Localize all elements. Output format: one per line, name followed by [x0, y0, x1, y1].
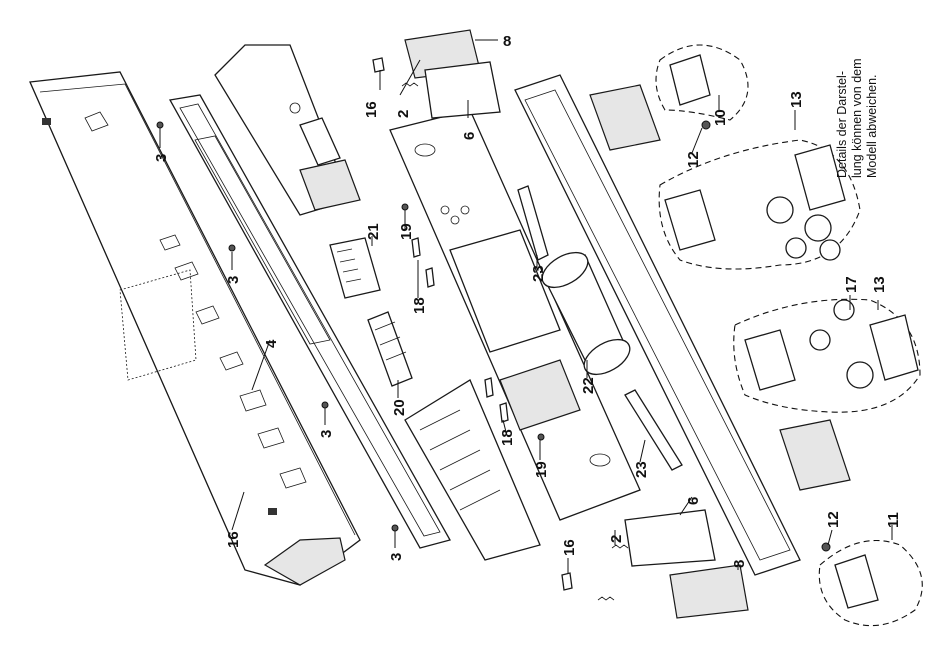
- callout-21: 21: [365, 223, 382, 240]
- callout-23-top: 23: [530, 265, 547, 282]
- light-unit-21: [330, 238, 380, 298]
- cab-front-bottom-8: [670, 565, 748, 618]
- callout-6-top: 6: [461, 132, 478, 140]
- callout-16-bottom: 16: [561, 539, 578, 556]
- disclaimer-note: Details der Darstel- lung können von dem…: [835, 18, 880, 178]
- note-line-2: lung können von dem: [850, 18, 865, 178]
- bogie-group-bottom-13: [734, 299, 920, 412]
- callout-8-top: 8: [503, 33, 511, 50]
- note-line-3: Modell abweichen.: [865, 18, 880, 178]
- callout-23-bottom: 23: [633, 461, 650, 478]
- callout-6-bottom: 6: [685, 497, 702, 505]
- screw-19-top: [402, 204, 408, 210]
- callout-3-b: 3: [225, 276, 242, 284]
- callout-12-top: 12: [685, 151, 702, 168]
- callout-13-bottom: 13: [871, 276, 888, 293]
- callout-20: 20: [391, 399, 408, 416]
- coupler-16-top: [373, 58, 384, 72]
- callout-2-bottom: 2: [608, 535, 625, 543]
- callout-4: 4: [263, 339, 280, 348]
- callout-16-left: 16: [225, 531, 242, 548]
- callout-18-mid: 18: [499, 429, 516, 446]
- circuit-board-20: [368, 312, 412, 386]
- callout-3-d: 3: [388, 553, 405, 561]
- callout-10: 10: [712, 109, 729, 126]
- bogie-group-bottom-11: [819, 541, 922, 626]
- callout-22: 22: [580, 377, 597, 394]
- note-line-1: Details der Darstel-: [835, 18, 850, 178]
- callout-19-top: 19: [398, 223, 415, 240]
- front-plate-top-6: [425, 62, 500, 118]
- bogie-group-top-10: [656, 45, 748, 120]
- callout-19-bottom: 19: [533, 461, 550, 478]
- callout-13-top: 13: [788, 91, 805, 108]
- callout-17: 17: [843, 276, 860, 293]
- callout-16-top: 16: [363, 101, 380, 118]
- front-plate-bottom-6: [625, 510, 715, 566]
- callout-3-c: 3: [318, 430, 335, 438]
- callout-8-bottom: 8: [731, 560, 748, 568]
- callout-11: 11: [885, 512, 902, 528]
- coupler-16-bottom: [562, 573, 572, 590]
- callout-18-top: 18: [411, 297, 428, 314]
- screw-19-bottom: [538, 434, 544, 440]
- callout-12-bottom: 12: [825, 511, 842, 528]
- callout-3-a: 3: [153, 154, 170, 162]
- callout-2-top: 2: [395, 110, 412, 118]
